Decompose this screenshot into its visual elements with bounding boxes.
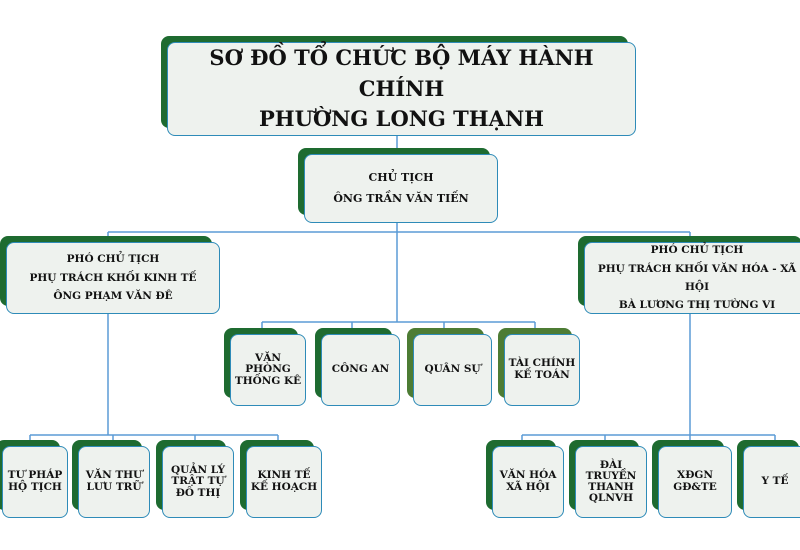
unit-face: VĂN PHÒNG THỐNG KÊ xyxy=(230,334,306,406)
chairman-face: CHỦ TỊCH ÔNG TRẦN VĂN TIẾN xyxy=(304,154,498,223)
unit-line: QUÂN SỰ xyxy=(424,363,481,376)
unit-face: CÔNG AN xyxy=(321,334,400,406)
unit-line: GĐ&TE xyxy=(673,481,717,493)
unit-line: THỐNG KÊ xyxy=(234,374,302,387)
chairman-box: CHỦ TỊCH ÔNG TRẦN VĂN TIẾN xyxy=(298,148,498,223)
vice-right-name: BÀ LƯƠNG THỊ TƯỜNG VI xyxy=(618,299,776,312)
unit-kinh-te-ke-hoach: KINH TẾ KẾ HOẠCH xyxy=(240,440,322,518)
unit-line: KINH TẾ xyxy=(257,469,311,482)
title-line-2: PHƯỜNG LONG THẠNH xyxy=(259,106,544,132)
unit-face: QUẢN LÝ TRẬT TỰ ĐÔ THỊ xyxy=(162,446,234,518)
unit-line: CÔNG AN xyxy=(331,363,390,376)
unit-line: XÃ HỘI xyxy=(506,481,550,493)
unit-face: Y TẾ xyxy=(743,446,800,518)
unit-dai-truyen-thanh-qlnvh: ĐÀI TRUYỀN THANH QLNVH xyxy=(569,440,647,518)
unit-face: QUÂN SỰ xyxy=(413,334,492,406)
unit-xdgn-gdte: XĐGN GĐ&TE xyxy=(652,440,732,518)
vice-right-face: PHÓ CHỦ TỊCH PHỤ TRÁCH KHỐI VĂN HÓA - XÃ… xyxy=(584,242,800,314)
unit-van-thu-luu-tru: VĂN THƯ LƯU TRỮ xyxy=(72,440,150,518)
unit-tai-chinh-ke-toan: TÀI CHÍNH KẾ TOÁN xyxy=(498,328,580,406)
unit-line: TÀI CHÍNH xyxy=(508,357,576,370)
unit-line: TRUYỀN xyxy=(585,469,637,482)
unit-cong-an: CÔNG AN xyxy=(315,328,400,406)
vice-chairman-culture-box: PHÓ CHỦ TỊCH PHỤ TRÁCH KHỐI VĂN HÓA - XÃ… xyxy=(578,236,800,314)
unit-line: KẾ HOẠCH xyxy=(250,481,318,493)
vice-chairman-economic-box: PHÓ CHỦ TỊCH PHỤ TRÁCH KHỐI KINH TẾ ÔNG … xyxy=(0,236,220,314)
vice-left-face: PHÓ CHỦ TỊCH PHỤ TRÁCH KHỐI KINH TẾ ÔNG … xyxy=(6,242,220,314)
unit-line: LƯU TRỮ xyxy=(86,481,142,493)
unit-line: ĐÔ THỊ xyxy=(175,486,221,499)
unit-line: VĂN THƯ xyxy=(85,469,143,482)
chairman-name: ÔNG TRẦN VĂN TIẾN xyxy=(333,191,469,205)
unit-line: TRẬT TỰ xyxy=(171,475,225,488)
unit-line: Y TẾ xyxy=(761,475,789,488)
unit-line: VĂN xyxy=(255,351,281,364)
vice-left-role: PHÓ CHỦ TỊCH xyxy=(66,253,160,266)
unit-face: TÀI CHÍNH KẾ TOÁN xyxy=(504,334,580,406)
unit-line: PHÒNG xyxy=(245,363,291,376)
unit-line: THANH xyxy=(588,481,634,493)
unit-face: XĐGN GĐ&TE xyxy=(658,446,732,518)
chart-title-box: SƠ ĐỒ TỔ CHỨC BỘ MÁY HÀNH CHÍNH PHƯỜNG L… xyxy=(161,36,636,136)
vice-left-scope: PHỤ TRÁCH KHỐI KINH TẾ xyxy=(29,271,197,284)
chart-title: SƠ ĐỒ TỔ CHỨC BỘ MÁY HÀNH CHÍNH PHƯỜNG L… xyxy=(167,42,636,136)
unit-quan-su: QUÂN SỰ xyxy=(407,328,492,406)
vice-left-name: ÔNG PHẠM VĂN ĐÊ xyxy=(53,290,173,303)
unit-face: KINH TẾ KẾ HOẠCH xyxy=(246,446,322,518)
unit-line: XĐGN xyxy=(677,469,713,482)
vice-right-scope: PHỤ TRÁCH KHỐI VĂN HÓA - XÃ HỘI xyxy=(597,262,797,293)
unit-face: ĐÀI TRUYỀN THANH QLNVH xyxy=(575,446,647,518)
unit-line: ĐÀI xyxy=(599,458,623,471)
unit-face: VĂN THƯ LƯU TRỮ xyxy=(78,446,150,518)
vice-right-role: PHÓ CHỦ TỊCH xyxy=(650,244,744,257)
unit-line: TƯ PHÁP xyxy=(7,469,63,482)
unit-line: KẾ TOÁN xyxy=(514,369,570,381)
unit-line: QLNVH xyxy=(588,492,634,505)
unit-van-hoa-xa-hoi: VĂN HÓA XÃ HỘI xyxy=(486,440,564,518)
unit-face: VĂN HÓA XÃ HỘI xyxy=(492,446,564,518)
unit-line: VĂN HÓA xyxy=(499,469,557,482)
unit-y-te: Y TẾ xyxy=(737,440,800,518)
title-line-1: SƠ ĐỒ TỔ CHỨC BỘ MÁY HÀNH CHÍNH xyxy=(209,45,594,101)
unit-quan-ly-trat-tu-do-thi: QUẢN LÝ TRẬT TỰ ĐÔ THỊ xyxy=(156,440,234,518)
chairman-role: CHỦ TỊCH xyxy=(368,170,434,184)
unit-line: HỘ TỊCH xyxy=(8,481,62,493)
unit-van-phong-thong-ke: VĂN PHÒNG THỐNG KÊ xyxy=(224,328,306,406)
unit-tu-phap-ho-tich: TƯ PHÁP HỘ TỊCH xyxy=(0,440,68,518)
unit-face: TƯ PHÁP HỘ TỊCH xyxy=(2,446,68,518)
unit-line: QUẢN LÝ xyxy=(171,463,225,476)
